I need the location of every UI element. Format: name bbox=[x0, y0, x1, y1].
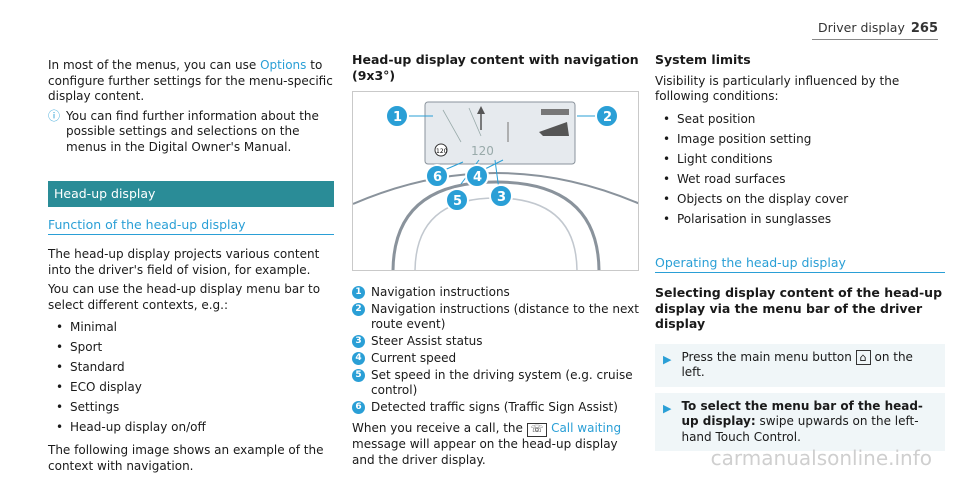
step-1-text-a: Press the main menu button bbox=[681, 349, 856, 364]
callout-5: 5 bbox=[445, 188, 469, 212]
figure-title: Head-up display content with navigation … bbox=[352, 52, 639, 83]
legend-item: 6 Detected traffic signs (Traffic Sign As… bbox=[352, 400, 639, 415]
legend-item: 1 Navigation instructions bbox=[352, 285, 639, 300]
legend-item: 2 Navigation instructions (distance to th… bbox=[352, 302, 639, 332]
home-icon: ⌂ bbox=[855, 349, 871, 365]
system-limits-title: System limits bbox=[655, 52, 751, 67]
intro-paragraph: In most of the menus, you can use Option… bbox=[48, 58, 334, 105]
legend-number: 6 bbox=[352, 401, 365, 414]
header-title: Driver display bbox=[818, 20, 905, 35]
hud-traffic-sign: 120 bbox=[436, 148, 448, 155]
legend-number: 1 bbox=[352, 286, 365, 299]
legend-item: 5 Set speed in the driving system (e.g. c… bbox=[352, 368, 639, 398]
callout-2: 2 bbox=[595, 104, 619, 128]
call-paragraph: When you receive a call, the ☏ Call wait… bbox=[352, 421, 639, 468]
column-middle: Head-up display content with navigation … bbox=[352, 52, 639, 472]
legend-item: 4 Current speed bbox=[352, 351, 639, 366]
phone-icon: ☏ bbox=[526, 423, 548, 437]
options-link[interactable]: Options bbox=[260, 58, 307, 72]
header-rule bbox=[812, 39, 938, 40]
callout-3: 3 bbox=[489, 184, 513, 208]
list-item: Image position setting bbox=[655, 129, 945, 149]
context-list: Minimal Sport Standard ECO display Setti… bbox=[48, 317, 334, 437]
list-item: Wet road surfaces bbox=[655, 169, 945, 189]
paragraph-2: You can use the head-up display menu bar… bbox=[48, 282, 321, 312]
step-2: ▶ To select the menu bar of the head-up … bbox=[655, 392, 945, 451]
step-1: ▶ Press the main menu button ⌂ on the le… bbox=[655, 343, 945, 387]
hud-speed: 120 bbox=[471, 144, 494, 158]
step-1-text-b: on the left. bbox=[681, 349, 913, 380]
legend-text: Navigation instructions (distance to the… bbox=[371, 302, 639, 331]
legend-number: 2 bbox=[352, 303, 365, 316]
legend-text: Navigation instructions bbox=[371, 285, 510, 299]
call-waiting-link[interactable]: Call waiting bbox=[551, 421, 622, 435]
svg-text:6: 6 bbox=[433, 170, 442, 185]
list-item: Minimal bbox=[48, 317, 334, 337]
section-title: Function of the head-up display bbox=[48, 217, 334, 235]
limits-intro: Visibility is particularly influenced by… bbox=[655, 73, 900, 104]
list-item: Settings bbox=[48, 397, 334, 417]
info-icon: ⓘ bbox=[48, 108, 61, 123]
column-right: System limits Visibility is particularly… bbox=[655, 52, 945, 457]
list-item: Seat position bbox=[655, 109, 945, 129]
list-item: Polarisation in sunglasses bbox=[655, 209, 945, 229]
svg-text:3: 3 bbox=[497, 190, 506, 205]
legend-number: 5 bbox=[352, 369, 365, 382]
svg-text:1: 1 bbox=[393, 110, 402, 125]
list-item: Standard bbox=[48, 357, 334, 377]
step-2-rest: swipe upwards on the left-hand Touch Con… bbox=[681, 414, 919, 444]
step-2-bold: To select the menu bar of the head-up di… bbox=[681, 398, 923, 429]
paragraph-1: The head-up display projects various con… bbox=[48, 247, 320, 277]
hud-illustration: 120 120 1 2 6 4 5 3 bbox=[353, 92, 638, 270]
note-text: You can find further information about t… bbox=[66, 108, 319, 154]
list-item: Head-up display on/off bbox=[48, 417, 334, 437]
operating-title: Operating the head-up display bbox=[655, 255, 945, 273]
hud-figure: 120 120 1 2 6 4 5 3 bbox=[352, 91, 639, 271]
step-arrow-icon: ▶ bbox=[663, 401, 672, 415]
list-item: Sport bbox=[48, 337, 334, 357]
step-2-text: To select the menu bar of the head-up di… bbox=[681, 399, 937, 446]
legend-text: Current speed bbox=[371, 351, 457, 365]
step-1-text: Press the main menu button ⌂ on the left… bbox=[681, 349, 937, 381]
paragraph-3: The following image shows an example of … bbox=[48, 443, 324, 473]
section-bar: Head-up display bbox=[48, 181, 334, 207]
intro-text-a: In most of the menus, you can use bbox=[48, 58, 261, 72]
call-text-b: message will appear on the head-up displ… bbox=[352, 437, 618, 467]
callout-4: 4 bbox=[465, 164, 489, 188]
step-arrow-icon: ▶ bbox=[663, 352, 672, 366]
list-item: Objects on the display cover bbox=[655, 189, 945, 209]
svg-text:4: 4 bbox=[473, 170, 482, 185]
page-number: 265 bbox=[910, 21, 938, 36]
legend-item: 3 Steer Assist status bbox=[352, 334, 639, 349]
call-text-a: When you receive a call, the bbox=[352, 421, 527, 435]
intro-text-b: to configure further settings for the me… bbox=[48, 58, 333, 103]
page-header: Driver display 265 bbox=[812, 20, 938, 40]
callout-6: 6 bbox=[425, 164, 449, 188]
list-item: Light conditions bbox=[655, 149, 945, 169]
svg-text:5: 5 bbox=[453, 194, 462, 209]
svg-text:2: 2 bbox=[603, 110, 612, 125]
limits-list: Seat position Image position setting Lig… bbox=[655, 109, 945, 229]
legend-list: 1 Navigation instructions 2 Navigation ins… bbox=[352, 285, 639, 415]
info-note: ⓘ You can find further information about… bbox=[48, 109, 334, 156]
legend-number: 3 bbox=[352, 335, 365, 348]
column-left: In most of the menus, you can use Option… bbox=[48, 58, 334, 478]
watermark: carmanualsonline.info bbox=[710, 446, 932, 470]
callout-1: 1 bbox=[385, 104, 409, 128]
legend-text: Detected traffic signs (Traffic Sign Ass… bbox=[371, 400, 618, 414]
selecting-heading: Selecting display content of the head-up… bbox=[655, 285, 943, 331]
legend-text: Steer Assist status bbox=[371, 334, 483, 348]
legend-number: 4 bbox=[352, 352, 365, 365]
legend-text: Set speed in the driving system (e.g. cr… bbox=[371, 368, 633, 397]
list-item: ECO display bbox=[48, 377, 334, 397]
